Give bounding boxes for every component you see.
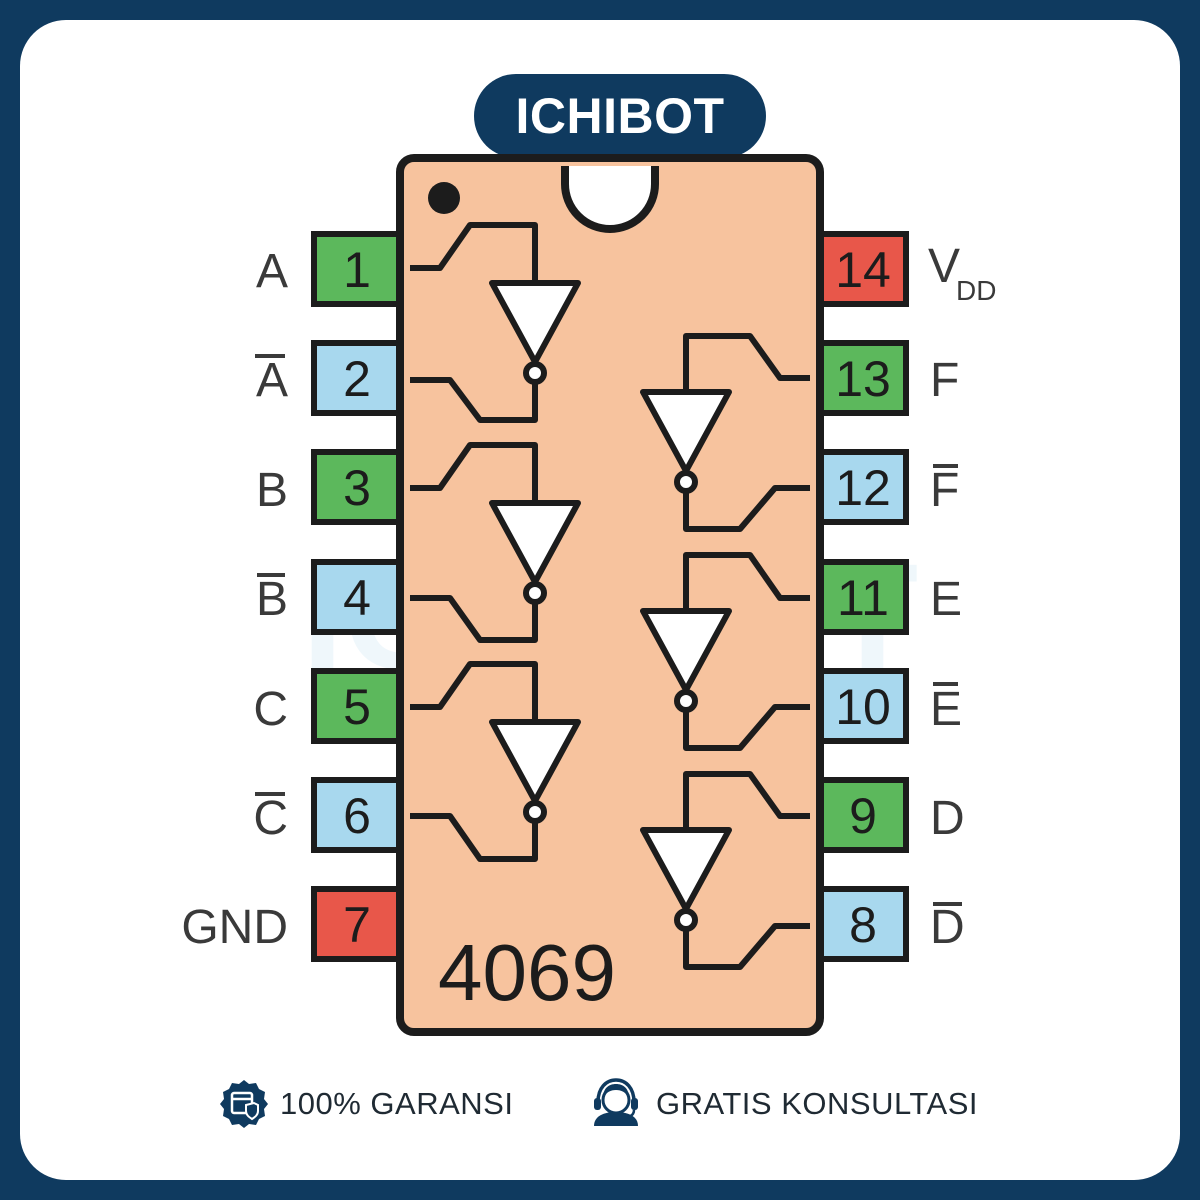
inverter-gate: [640, 552, 810, 751]
pin-10: 10: [817, 668, 909, 744]
pin-4-label-group: B: [256, 573, 288, 626]
pin-13-label: F: [930, 354, 959, 407]
pin1-dot: [428, 182, 460, 214]
pin-number: 4: [343, 570, 371, 626]
pin-3: 3: [311, 449, 403, 525]
pin-number: 12: [835, 460, 891, 516]
pin-10-label: E: [930, 683, 962, 736]
shield-calendar-icon: [220, 1080, 268, 1128]
pin-2-label-group: A: [255, 354, 288, 407]
pin-5-label: C: [253, 683, 288, 736]
pin-12-label-group: F: [930, 464, 959, 517]
pin-1: 1: [311, 231, 403, 307]
pin-12: 12: [817, 449, 909, 525]
pin-number: 2: [343, 351, 371, 407]
inverter-gate: [640, 333, 810, 532]
pin-number: 3: [343, 460, 371, 516]
chip-body: 4069: [396, 154, 824, 1036]
pin-2: 2: [311, 340, 403, 416]
inverter-gate: [410, 442, 581, 643]
pin-5: 5: [311, 668, 403, 744]
pin-number: 1: [343, 242, 371, 298]
pin-9: 9: [817, 777, 909, 853]
pin-6-label: C: [253, 792, 288, 845]
pin-14-label-subscript: DD: [956, 275, 996, 306]
pin-6-label-group: C: [253, 792, 288, 845]
pin-11: 11: [817, 559, 909, 635]
pin-8: 8: [817, 886, 909, 962]
pin-1-label: A: [256, 245, 288, 298]
pin-3-label: B: [256, 464, 288, 517]
pin-6: 6: [311, 777, 403, 853]
pin-number: 6: [343, 788, 371, 844]
headset-support-icon: [594, 1078, 638, 1126]
pin-number: 9: [849, 788, 877, 844]
pin-8-label: D: [930, 901, 965, 954]
consultation-badge: GRATIS KONSULTASI: [586, 1078, 978, 1130]
pin-4: 4: [311, 559, 403, 635]
pin-number: 5: [343, 679, 371, 735]
inverter-gate: [410, 661, 581, 862]
guarantee-badge: 100% GARANSI: [218, 1078, 513, 1130]
brand-name: ICHIBOT: [515, 88, 725, 144]
pin-12-label: F: [930, 464, 959, 517]
pin-7-label: GND: [181, 901, 288, 954]
guarantee-text: 100% GARANSI: [280, 1086, 514, 1121]
pin-number: 11: [837, 570, 889, 626]
pin-11-label: E: [930, 573, 962, 626]
pin-number: 7: [343, 897, 371, 953]
pin-2-label: A: [256, 354, 288, 407]
pin-number: 8: [849, 897, 877, 953]
brand-badge: ICHIBOT: [474, 74, 766, 158]
inverter-gate: [640, 771, 810, 970]
pin-7: 7: [311, 886, 403, 962]
pin-4-label: B: [256, 573, 288, 626]
pin-14-label-group: V DD: [928, 240, 996, 306]
consultation-text: GRATIS KONSULTASI: [656, 1086, 978, 1121]
pin-number: 14: [835, 242, 891, 298]
pin-13: 13: [817, 340, 909, 416]
pin-14: 14: [817, 231, 909, 307]
pinout-diagram: ICHIBOT 1 2 3 4 5 6 7: [181, 154, 996, 1036]
pin-8-label-group: D: [930, 901, 965, 954]
pin-10-label-group: E: [930, 682, 962, 736]
product-card: ICHIBOT ICHIBOT 1 2 3 4 5 6: [20, 20, 1180, 1180]
pin-9-label: D: [930, 792, 965, 845]
inverter-gate: [410, 222, 581, 423]
pin-number: 13: [835, 351, 891, 407]
part-number: 4069: [438, 928, 616, 1017]
pin-14-label: V: [928, 240, 960, 293]
pin-number: 10: [835, 679, 891, 735]
